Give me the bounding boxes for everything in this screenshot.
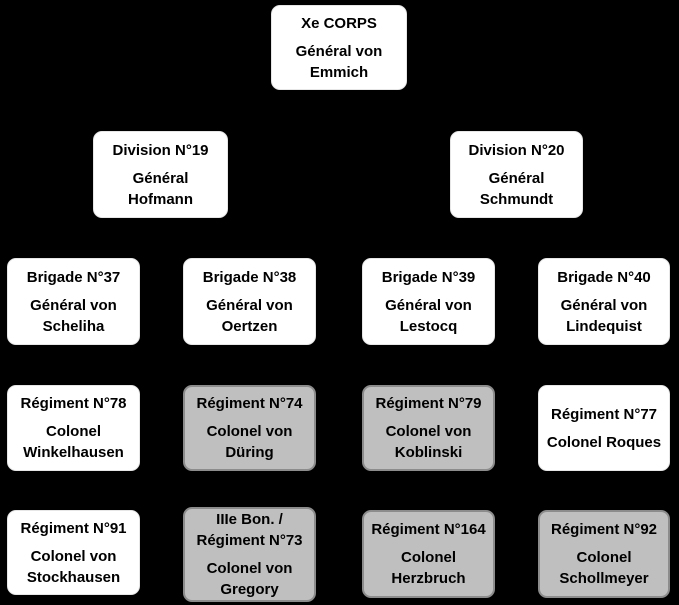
- org-box-regiment-91: Régiment N°91 Colonel von Stockhausen: [7, 510, 140, 595]
- commander-name: Général von Scheliha: [30, 296, 117, 335]
- commander-name: Colonel Winkelhausen: [23, 423, 124, 461]
- unit-name: Division N°19: [112, 141, 209, 159]
- unit-name: Régiment N°91: [20, 519, 127, 537]
- org-box-division-19: Division N°19 Général Hofmann: [93, 131, 228, 218]
- org-box-brigade-39: Brigade N°39 Général von Lestocq: [362, 258, 495, 345]
- commander-name: Colonel Roques: [546, 433, 662, 451]
- unit-name: Brigade N°37: [26, 268, 121, 286]
- unit-name: Division N°20: [468, 141, 565, 159]
- commander-name: Général von Lindequist: [560, 296, 648, 335]
- org-box-corps: Xe CORPS Général von Emmich: [271, 5, 407, 90]
- commander-name: Colonel von Stockhausen: [26, 547, 121, 586]
- org-box-division-20: Division N°20 Général Schmundt: [450, 131, 583, 218]
- unit-name: IIIe Bon. / Régiment N°73: [196, 511, 303, 549]
- unit-name: Régiment N°164: [371, 521, 486, 538]
- org-box-brigade-37: Brigade N°37 Général von Scheliha: [7, 258, 140, 345]
- org-box-regiment-74: Régiment N°74 Colonel von Düring: [183, 385, 316, 471]
- commander-name: Colonel von Koblinski: [385, 423, 472, 461]
- org-box-regiment-77: Régiment N°77 Colonel Roques: [538, 385, 670, 471]
- org-box-regiment-164: Régiment N°164 Colonel Herzbruch: [362, 510, 495, 598]
- commander-name: Colonel von Gregory: [206, 560, 293, 598]
- commander-name: Général Schmundt: [479, 169, 554, 208]
- commander-name: Colonel von Düring: [206, 423, 293, 461]
- commander-name: Général von Lestocq: [385, 296, 472, 335]
- unit-name: Brigade N°38: [202, 268, 297, 286]
- org-box-regiment-92: Régiment N°92 Colonel Schollmeyer: [538, 510, 670, 598]
- org-box-brigade-40: Brigade N°40 Général von Lindequist: [538, 258, 670, 345]
- unit-name: Régiment N°79: [375, 395, 482, 412]
- org-box-regiment-79: Régiment N°79 Colonel von Koblinski: [362, 385, 495, 471]
- unit-name: Brigade N°39: [381, 268, 476, 286]
- unit-name: Régiment N°78: [20, 395, 127, 412]
- unit-name: Xe CORPS: [301, 14, 377, 32]
- commander-name: Général von Emmich: [295, 42, 383, 81]
- commander-name: Colonel Schollmeyer: [559, 549, 649, 587]
- unit-name: Régiment N°92: [550, 521, 658, 538]
- commander-name: Colonel Herzbruch: [391, 549, 466, 587]
- org-box-bon3-regiment-73: IIIe Bon. / Régiment N°73 Colonel von Gr…: [183, 507, 316, 602]
- commander-name: Général von Oertzen: [206, 296, 293, 335]
- commander-name: Général Hofmann: [128, 169, 193, 208]
- org-box-regiment-78: Régiment N°78 Colonel Winkelhausen: [7, 385, 140, 471]
- org-box-brigade-38: Brigade N°38 Général von Oertzen: [183, 258, 316, 345]
- unit-name: Régiment N°77: [550, 405, 658, 423]
- unit-name: Brigade N°40: [557, 268, 651, 286]
- unit-name: Régiment N°74: [196, 395, 303, 412]
